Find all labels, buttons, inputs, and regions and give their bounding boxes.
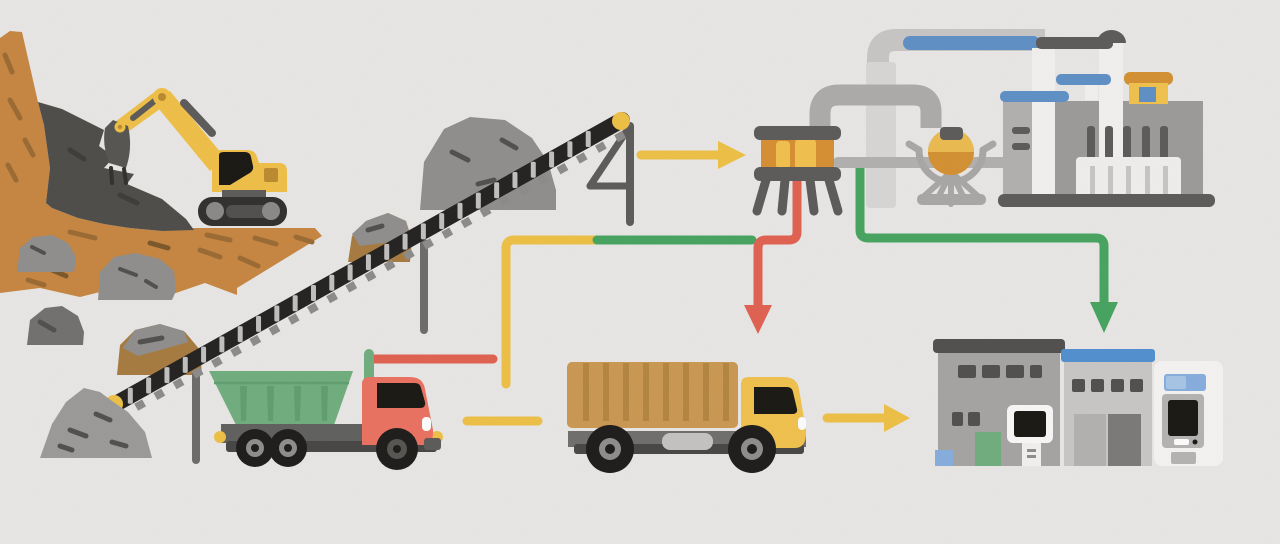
illustration-canvas [0, 0, 1280, 544]
paper-texture [0, 0, 1280, 544]
